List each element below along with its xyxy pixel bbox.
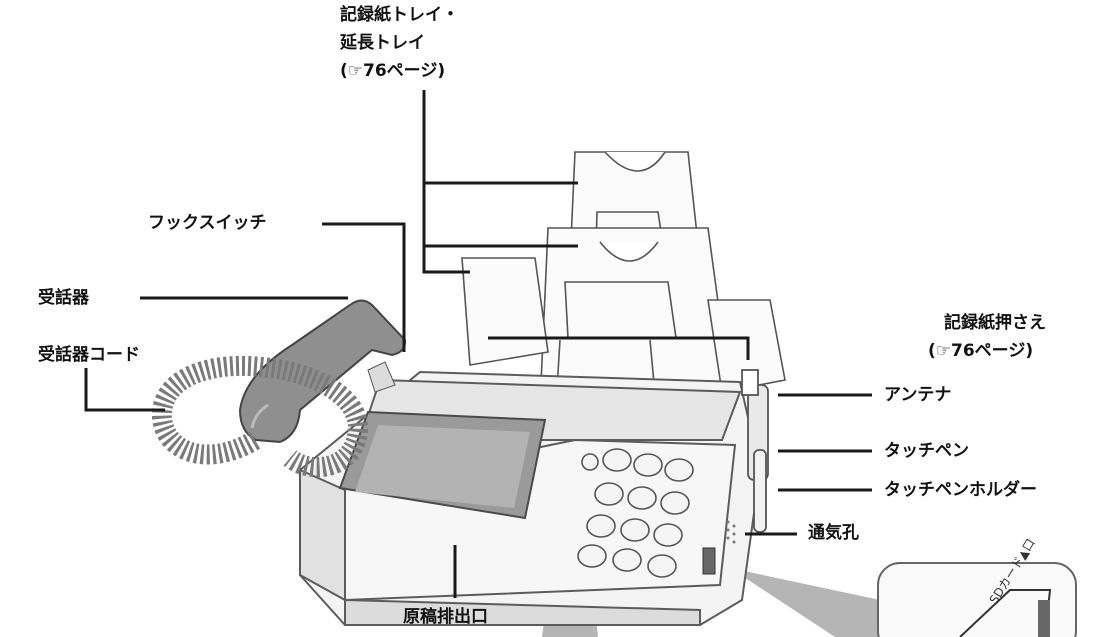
touch-pen-group [741,369,769,533]
paper-tray-label-line2: 延長トレイ [340,33,425,53]
sd-slot [702,547,716,575]
touch-pen-label: タッチペン [884,441,969,461]
vent-holes [726,520,736,544]
paper-guide-page-ref: (☞76ページ) [928,341,1034,361]
handset-label: 受話器 [38,288,89,308]
paper-tray-page-ref: (☞76ページ) [340,61,446,81]
document-exit-label: 原稿排出口 [403,607,488,627]
paper-tray-label-line1: 記録紙トレイ・ [340,5,459,25]
hook-switch-label: フックスイッチ [148,213,267,233]
handset-cord-label: 受話器コード [38,345,140,365]
paper-tray [461,151,786,406]
touch-pen-holder-label: タッチペンホルダー [884,480,1037,500]
main-tray [461,257,549,366]
sd-callout-wedge [730,568,880,637]
keypad [577,448,694,578]
antenna-label: アンテナ [884,385,952,405]
paper-guide-label: 記録紙押さえ [944,313,1046,333]
handset-cord [152,355,368,478]
vent-label: 通気孔 [808,523,859,543]
leader-lines [84,90,872,598]
sd-zoom-box [877,562,1077,637]
